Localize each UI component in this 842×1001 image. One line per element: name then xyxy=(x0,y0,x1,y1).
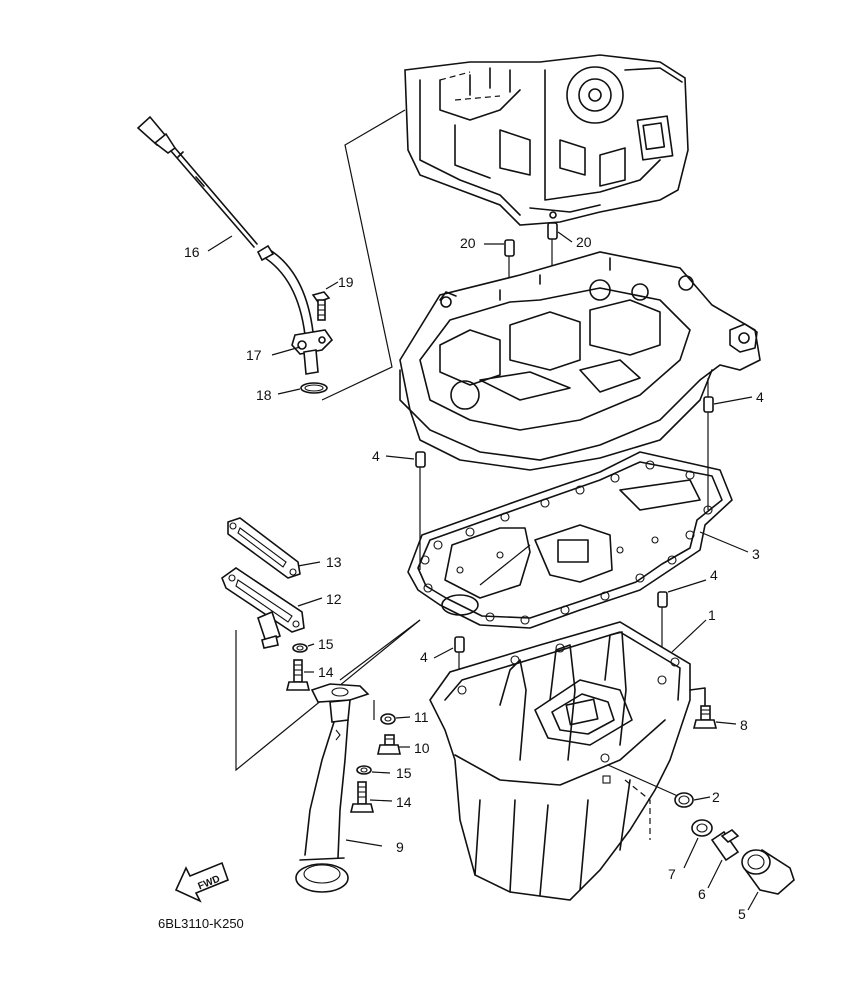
dowel-pin-4-right-upper xyxy=(703,378,714,510)
callout-20-a: 20 xyxy=(460,235,476,251)
drain-plug-2 xyxy=(674,792,694,808)
leader-bracket-upper xyxy=(321,109,406,401)
strainer-12 xyxy=(221,567,305,649)
leader-4c xyxy=(667,579,707,593)
fitting-6 xyxy=(710,828,740,862)
dipstick-guide xyxy=(256,244,334,375)
leader-1 xyxy=(671,619,707,653)
leader-8 xyxy=(715,721,737,725)
washer-15-upper xyxy=(292,643,308,653)
leader-4b xyxy=(385,455,415,460)
upper-case xyxy=(399,251,761,471)
callout-3: 3 xyxy=(752,546,760,562)
callout-14-a: 14 xyxy=(318,664,334,680)
callout-20-b: 20 xyxy=(576,234,592,250)
leader-11 xyxy=(395,716,411,719)
callout-1: 1 xyxy=(708,607,716,623)
bolt-10 xyxy=(377,734,401,755)
gasket-13 xyxy=(227,517,301,579)
leader-5 xyxy=(747,891,759,911)
leader-2 xyxy=(693,796,711,801)
washer-15-lower xyxy=(356,765,372,775)
leader-17 xyxy=(271,346,301,356)
callout-13: 13 xyxy=(326,554,342,570)
callout-10: 10 xyxy=(414,740,430,756)
callout-6: 6 xyxy=(698,886,706,902)
leader-4d xyxy=(433,647,454,659)
dipstick xyxy=(136,115,258,248)
dowel-pin-4-left-upper xyxy=(415,451,426,570)
callout-17: 17 xyxy=(246,347,262,363)
leader-3 xyxy=(699,531,749,553)
bolt-19 xyxy=(311,291,331,321)
leader-13 xyxy=(297,561,321,567)
callout-8: 8 xyxy=(740,717,748,733)
callout-18: 18 xyxy=(256,387,272,403)
gasket xyxy=(407,451,733,629)
diagram-code: 6BL3110-K250 xyxy=(158,916,244,931)
callout-16: 16 xyxy=(184,244,200,260)
callout-19: 19 xyxy=(338,274,354,290)
leader-18 xyxy=(277,388,301,395)
bolt-8 xyxy=(692,705,718,729)
callout-5: 5 xyxy=(738,906,746,922)
callout-7: 7 xyxy=(668,866,676,882)
callout-4-b: 4 xyxy=(372,448,380,464)
oil-strainer-9 xyxy=(295,683,370,893)
callout-9: 9 xyxy=(396,839,404,855)
engine-block xyxy=(404,54,689,226)
callout-12: 12 xyxy=(326,591,342,607)
pickup-leader-line xyxy=(339,619,421,681)
drain-path-line xyxy=(607,764,681,798)
callout-4-a: 4 xyxy=(756,389,764,405)
leader-19 xyxy=(325,281,339,290)
leader-9 xyxy=(345,839,383,847)
callout-4-d: 4 xyxy=(420,649,428,665)
oil-pan xyxy=(429,621,706,901)
leader-bracket-lower xyxy=(235,619,421,772)
leader-20b xyxy=(557,231,573,243)
callout-4-c: 4 xyxy=(710,567,718,583)
washer-7 xyxy=(691,819,713,837)
bolt-14-upper xyxy=(285,659,311,691)
callout-2: 2 xyxy=(712,789,720,805)
leader-12 xyxy=(297,597,323,607)
callout-11: 11 xyxy=(414,709,429,725)
leader-16 xyxy=(207,235,233,252)
callout-14-b: 14 xyxy=(396,794,412,810)
leader-15b xyxy=(371,771,391,774)
o-ring-18 xyxy=(300,382,328,394)
bolt-14-lower xyxy=(349,781,375,813)
callout-15-a: 15 xyxy=(318,636,334,652)
washer-11 xyxy=(380,713,396,725)
leader-14b xyxy=(369,799,393,802)
leader-7 xyxy=(683,837,699,869)
gasket-center-leader xyxy=(479,544,531,586)
leader-15a xyxy=(307,643,315,647)
leader-6 xyxy=(707,859,723,889)
fwd-arrow-icon: FWD xyxy=(174,861,230,903)
leader-4a xyxy=(713,396,753,405)
callout-15-b: 15 xyxy=(396,765,412,781)
cap-5 xyxy=(741,848,795,895)
